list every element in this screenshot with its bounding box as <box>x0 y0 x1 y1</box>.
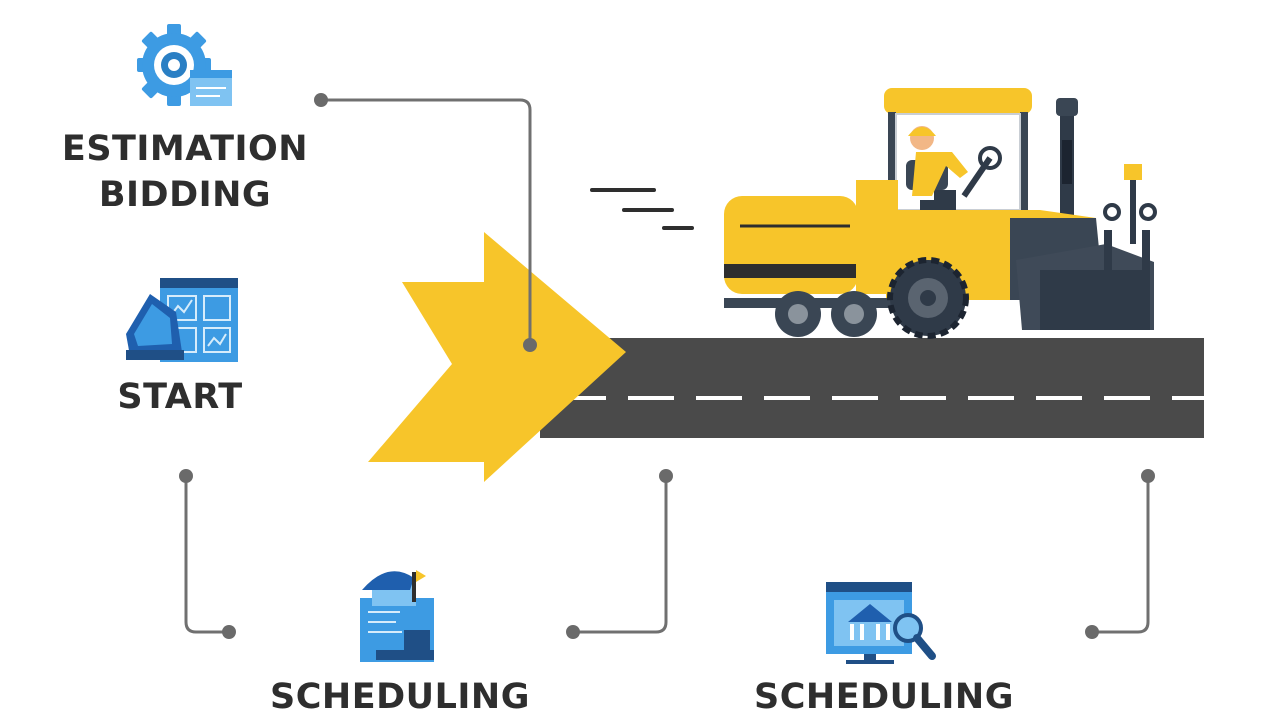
progress-arrow <box>368 232 626 482</box>
dashboard-screen-icon <box>126 278 238 362</box>
estimation-label-line1: ESTIMATION <box>61 129 309 169</box>
monitor-search-icon <box>826 582 936 664</box>
scheduling-label-right: SCHEDULING <box>754 677 1014 717</box>
estimation-label-line2: BIDDING <box>98 175 272 215</box>
connectors <box>184 98 1150 634</box>
connector-dots <box>179 93 1155 639</box>
worker-document-icon <box>360 570 434 662</box>
road <box>540 338 1204 438</box>
asphalt-paver <box>724 88 1157 339</box>
estimation-bidding-label: ESTIMATION BIDDING <box>20 126 350 218</box>
speed-lines <box>590 188 694 230</box>
gear-document-icon <box>137 24 232 106</box>
scheduling-label-left: SCHEDULING <box>270 677 530 717</box>
start-label: START <box>117 377 243 417</box>
